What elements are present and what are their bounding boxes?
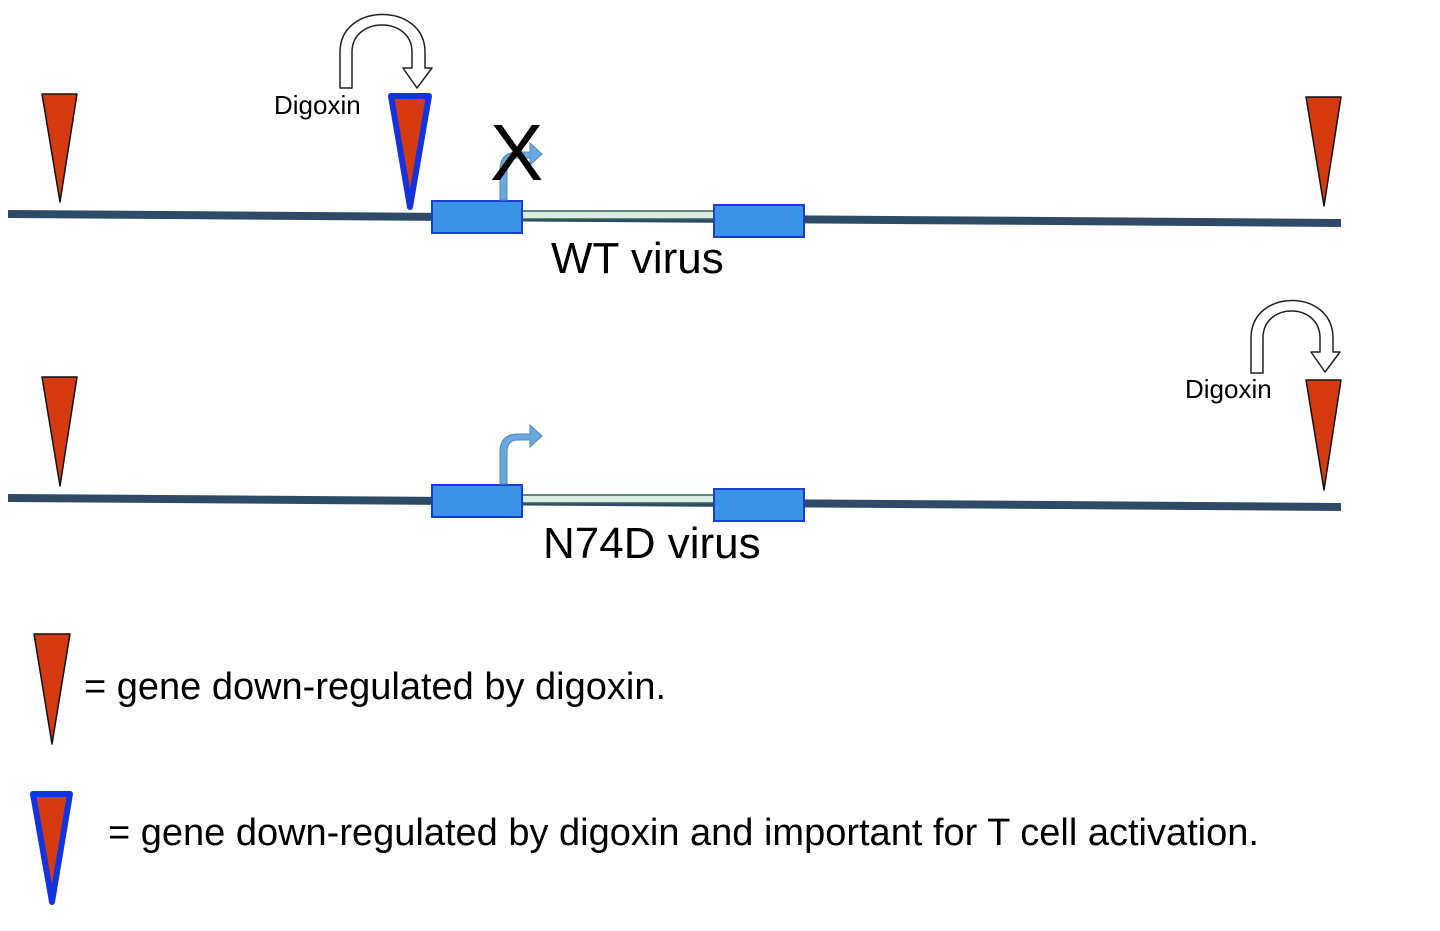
n74d-exon-right	[713, 488, 805, 522]
wt-gene-marker-right	[1305, 96, 1342, 207]
legend-gene-marker-icon	[33, 633, 71, 745]
wt-digoxin-curved-arrow-icon	[339, 13, 433, 89]
n74d-gene-marker-left	[41, 376, 78, 487]
wt-gene-marker-left	[41, 93, 78, 203]
wt-intron-connector	[519, 210, 715, 220]
n74d-gene-marker-right	[1305, 379, 1342, 491]
wt-digoxin-label: Digoxin	[274, 90, 361, 120]
wt-transcription-block-mark: X	[490, 108, 543, 197]
legend-gene-label: = gene down-regulated by digoxin.	[84, 666, 666, 708]
n74d-exon-left	[431, 484, 523, 518]
n74d-virus-panel: Digoxin N74D virus	[8, 299, 1342, 568]
wt-virus-label: WT virus	[551, 234, 724, 283]
wt-exon-left	[431, 200, 523, 234]
legend-important-gene-label: = gene down-regulated by digoxin and imp…	[108, 812, 1259, 854]
wt-promoter-arrow-icon	[499, 141, 543, 201]
legend-important-gene-marker-icon	[30, 791, 73, 905]
wt-virus-panel: X Digoxin WT virus	[8, 13, 1342, 283]
n74d-digoxin-label: Digoxin	[1185, 374, 1272, 404]
n74d-virus-label: N74D virus	[543, 519, 761, 568]
n74d-promoter-arrow-icon	[499, 423, 543, 485]
n74d-digoxin-curved-arrow-icon	[1250, 299, 1341, 374]
n74d-intron-connector	[519, 494, 715, 504]
legend: = gene down-regulated by digoxin. = gene…	[30, 633, 1259, 905]
wt-important-gene-marker	[388, 93, 432, 210]
wt-exon-right	[713, 204, 805, 238]
